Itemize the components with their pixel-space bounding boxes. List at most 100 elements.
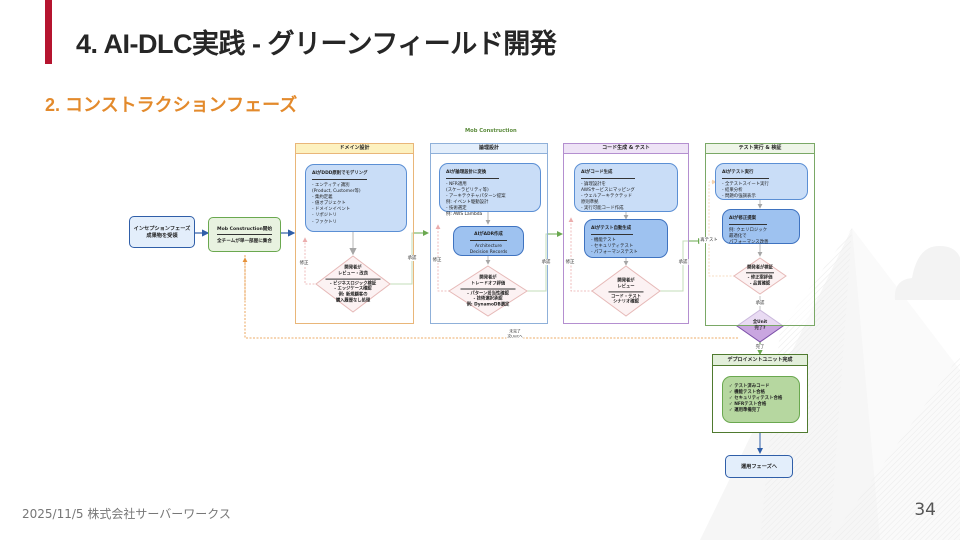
box-item: - 結果分析 xyxy=(722,188,743,194)
box-item: - 全テストスイート実行 xyxy=(722,182,769,188)
box-item: - ドメインイベント xyxy=(312,207,351,213)
group-title: Mob Construction xyxy=(465,128,517,134)
box-item: - セキュリティテスト xyxy=(591,244,634,250)
box-item: - 実行可能コード作成 xyxy=(581,206,624,212)
decision-line: 開発者が検証 xyxy=(747,265,773,271)
page-number: 34 xyxy=(914,500,936,520)
decision-text-test: 開発者が検証 - 修正案評価 - 品質確認 xyxy=(746,265,774,286)
box-item: - NFR適用 xyxy=(446,182,467,188)
decision-item: 例: DynamoDB選定 xyxy=(466,302,510,308)
lane-title: コード生成 & テスト xyxy=(564,144,688,154)
box-item: - ファクトリ xyxy=(312,219,337,225)
decision-line: レビュー xyxy=(617,284,635,290)
box-item: - 集約定義 xyxy=(312,195,333,201)
mob-start-body: 全チームが単一部屋に集合 xyxy=(217,238,272,244)
ai-test-execution-box: AIがテスト実行 - 全テストスイート実行 - 結果分析 - 問題の強調表示 xyxy=(715,163,808,200)
approve-label: 承認 xyxy=(540,259,552,265)
box-item: - 技術選定 xyxy=(446,206,467,212)
box-heading: AIがテスト自動生成 xyxy=(591,226,633,236)
inception-deliverables-node: インセプションフェーズ 成果物を受領 xyxy=(129,216,195,248)
operations-phase-node: 運用フェーズへ xyxy=(725,455,793,478)
box-item: AWSサービスにマッピング xyxy=(581,188,635,194)
decision-item: 購入履歴なし処理 xyxy=(335,298,371,304)
decision-item: - 技術選択承認 xyxy=(473,296,503,302)
start-node-line2: 成果物を受領 xyxy=(146,233,178,239)
box-item: - 問題の強調表示 xyxy=(722,194,756,200)
decision-line: トレードオフ評価 xyxy=(470,281,506,287)
retest-label: 再テスト xyxy=(699,237,719,243)
checklist-item: ✓ テスト済みコード xyxy=(729,384,770,389)
not-done-label: 未完了 次Unitへ xyxy=(506,328,524,339)
decision-text-all-units: 全Unit 完了? xyxy=(753,320,767,332)
decision-item: コード・テスト xyxy=(610,294,642,299)
deployment-checklist: ✓ テスト済みコード ✓ 機能テスト合格 ✓ セキュリティテスト合格 ✓ NFR… xyxy=(722,376,800,423)
box-item: - 機能テスト xyxy=(591,238,616,244)
ai-adr-box: AIがADR作成 Architecture Decision Records xyxy=(453,226,524,256)
box-heading: AIが修正提案 xyxy=(729,216,768,226)
mob-start-title: Mob Construction開始 xyxy=(217,226,272,235)
start-node-line1: インセプションフェーズ xyxy=(133,226,191,232)
footer-text: 2025/11/5 株式会社サーバーワークス xyxy=(22,507,231,521)
ai-test-generation-box: AIがテスト自動生成 - 機能テスト - セキュリティテスト - パフォーマンス… xyxy=(584,219,668,258)
reject-label: 修正 xyxy=(298,260,310,266)
decision-item: 例: 新規顧客の xyxy=(338,292,368,298)
decision-line: 開発者が xyxy=(617,278,635,284)
box-item: 例: AWS Lambda xyxy=(446,212,483,218)
decision-item: - 修正案評価 xyxy=(747,275,773,281)
slide-title: 4. AI-DLC実践 - グリーンフィールド開発 xyxy=(76,29,557,59)
box-item: - アーキテクチャパターン提案 xyxy=(446,194,506,200)
end-node-label: 運用フェーズへ xyxy=(740,464,778,470)
checklist-item: ✓ 運用準備完了 xyxy=(729,408,761,414)
approve-label: 承認 xyxy=(677,259,689,265)
not-done-line: 次Unitへ xyxy=(507,333,523,338)
reject-label: 修正 xyxy=(564,259,576,265)
box-heading: AIが論理設計に変換 xyxy=(446,170,499,180)
title-accent-bar xyxy=(45,0,52,64)
decision-item: - ビジネスロジック検証 xyxy=(329,281,377,287)
ai-fix-proposal-box: AIが修正提案 例: クエリロジック 最適化で パフォーマンス改善 xyxy=(722,209,800,246)
box-item: (Product, Customer等) xyxy=(312,189,361,195)
not-done-line: 未完了 xyxy=(509,328,521,334)
lane-title: ドメイン設計 xyxy=(296,144,413,154)
box-heading: AIがテスト実行 xyxy=(722,170,770,180)
box-item: Decision Records xyxy=(469,250,508,256)
box-heading: AIがコード生成 xyxy=(581,170,635,180)
box-item: - 論理設計を xyxy=(581,182,606,188)
box-item: - パフォーマンステスト xyxy=(591,250,638,256)
approve-label: 承認 xyxy=(406,255,418,261)
approve-label: 承認 xyxy=(754,300,766,306)
box-item: パフォーマンス改善 xyxy=(729,240,769,246)
decision-line: 開発者が xyxy=(344,265,362,271)
checklist-item: ✓ NFRテスト合格 xyxy=(729,402,767,408)
box-item: - 値オブジェクト xyxy=(312,201,346,207)
ai-domain-modeling-box: AIがDDD原則でモデリング - エンティティ識別 (Product, Cust… xyxy=(305,164,407,232)
deployment-unit-title: デプロイメントユニット完成 xyxy=(713,355,807,366)
box-items: - エンティティ識別 (Product, Customer等) - 集約定義 -… xyxy=(312,183,400,226)
ai-logical-design-box: AIが論理設計に変換 - NFR適用 (スケーラビリティ等) - アーキテクチャ… xyxy=(439,163,541,217)
ai-code-generation-box: AIがコード生成 - 論理設計を AWSサービスにマッピング - ウェルアーキテ… xyxy=(574,163,678,212)
box-item: 原則準拠 xyxy=(581,200,599,206)
box-item: Architecture xyxy=(475,244,502,250)
checklist-item: ✓ 機能テスト合格 xyxy=(729,390,765,396)
box-item: 例: イベント駆動設計 xyxy=(446,200,489,206)
decision-line: 完了? xyxy=(754,326,766,331)
decision-item: - エッジケース確認 xyxy=(334,287,372,292)
mob-construction-start-node: Mob Construction開始 全チームが単一部屋に集合 xyxy=(208,217,281,252)
reject-label: 修正 xyxy=(431,257,443,263)
slide-subtitle: 2. コンストラクションフェーズ xyxy=(45,95,298,115)
lane-title: 論理設計 xyxy=(431,144,547,154)
decision-text-code: 開発者が レビュー コード・テスト シナリオ確認 xyxy=(608,278,644,305)
box-heading: AIがADR作成 xyxy=(470,232,507,242)
checklist-item: ✓ セキュリティテスト合格 xyxy=(729,396,783,402)
decision-line: 開発者が xyxy=(479,275,497,281)
decision-line: 全Unit xyxy=(752,320,768,326)
box-item: - リポジトリ xyxy=(312,213,337,219)
box-item: (スケーラビリティ等) xyxy=(446,188,489,194)
decision-text-domain: 開発者が レビュー・改良 - ビジネスロジック検証 - エッジケース確認 例: … xyxy=(325,265,381,305)
decision-line: レビュー・改良 xyxy=(337,271,369,277)
decision-text-logical: 開発者が トレードオフ評価 - パターン妥当性確認 - 技術選択承認 例: Dy… xyxy=(460,275,516,309)
box-heading: AIがDDD原則でモデリング xyxy=(312,171,368,181)
box-item: - エンティティ識別 xyxy=(312,183,350,189)
decision-item: シナリオ確認 xyxy=(613,299,639,305)
